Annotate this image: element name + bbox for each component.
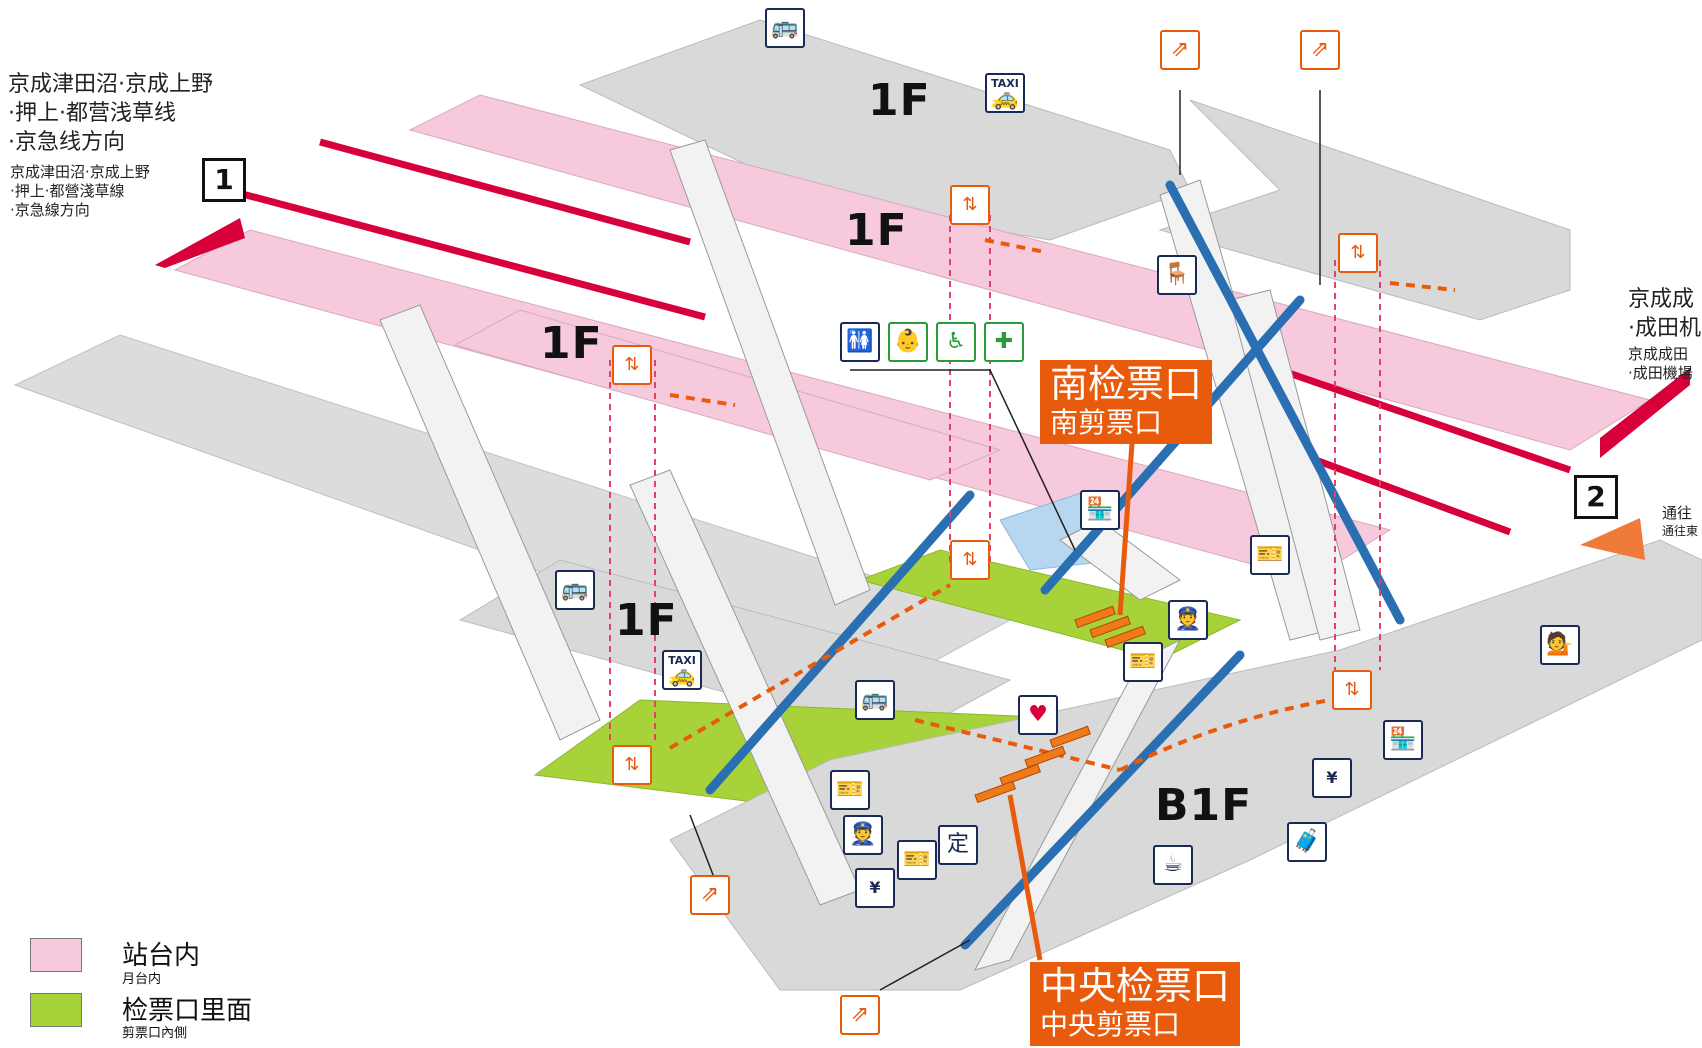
south-gate-sub: 南剪票口 [1050, 406, 1163, 439]
tsuka-main: 通往 [1662, 504, 1693, 522]
bus-icon: 🚌 [855, 680, 895, 720]
fare-adjustment-icon: 🎫 [1250, 535, 1290, 575]
legend-gate-label: 检票口里面 [122, 996, 253, 1026]
atm-icon: ¥ [1312, 758, 1352, 798]
south-gate-label: 南检票口 南剪票口 [1040, 360, 1213, 444]
taxi-icon: TAXI🚕 [985, 73, 1025, 113]
rail-1a [319, 138, 691, 246]
arrow-right [1600, 368, 1690, 458]
legend-platform-label: 站台内 [122, 941, 201, 971]
escalator-icon: ⇗ [690, 875, 730, 915]
arrow-tsuka [1580, 518, 1645, 560]
cafe-icon: ☕ [1153, 845, 1193, 885]
direction-right-main: 京成成 ·成田机 [1628, 287, 1701, 341]
direction-left-main: 京成津田沼·京成上野 ·押上·都营浅草线 ·京急线方向 [8, 72, 213, 155]
elevator-icon: ⇅ [950, 540, 990, 580]
shop-icon: 🏪 [1383, 720, 1423, 760]
ostomate-icon: ✚ [984, 322, 1024, 362]
commuter-pass-label: 定 [946, 832, 969, 857]
direction-left-sub: 京成津田沼·京成上野 ·押上·都營淺草線 ·京急線方向 [10, 163, 150, 219]
central-gate-sub: 中央剪票口 [1040, 1008, 1181, 1041]
floor-label-1f-lower: 1F [615, 595, 678, 646]
escalator-icon: ⇗ [840, 995, 880, 1035]
floor-label-b1f: B1F [1155, 780, 1253, 831]
floor-label-1f-top: 1F [868, 75, 931, 126]
baby-icon: 👶 [888, 322, 928, 362]
stairs [379, 139, 1361, 971]
rail-2a [1278, 366, 1572, 474]
station-staff-icon: 👮 [1168, 600, 1208, 640]
platform-lower [453, 309, 1002, 481]
direction-right-sub: 京成成田 ·成田機場 [1628, 345, 1693, 382]
restroom-icon: 🚻 [840, 322, 880, 362]
bus-icon: 🚌 [555, 570, 595, 610]
tsuka-sub: 通往東 [1662, 524, 1699, 538]
atm-yen-label: ¥ [1326, 768, 1338, 787]
shop-icon: 🏪 [1080, 490, 1120, 530]
wheelchair-icon: ♿ [936, 322, 976, 362]
atm-icon: ¥ [855, 868, 895, 908]
fare-adjustment-icon: 🎫 [897, 840, 937, 880]
locker-icon: 🧳 [1287, 822, 1327, 862]
elevator-icon: ⇅ [950, 185, 990, 225]
station-staff-icon: 👮 [843, 815, 883, 855]
elevator-icon: ⇅ [1332, 670, 1372, 710]
escalator-icon: ⇗ [1160, 30, 1200, 70]
central-gate-label: 中央检票口 中央剪票口 [1030, 962, 1241, 1046]
taxi-label: TAXI [991, 77, 1019, 90]
elevator-icon: ⇅ [612, 345, 652, 385]
south-gate-main: 南检票口 [1050, 362, 1203, 406]
aed-icon: ♥ [1018, 695, 1058, 735]
fare-adjustment-icon: 🎫 [830, 770, 870, 810]
track-1-badge: 1 [202, 158, 246, 202]
escalator-icon: ⇗ [1300, 30, 1340, 70]
escalators [705, 180, 1405, 950]
information-icon: 💁 [1540, 625, 1580, 665]
waiting-room-icon: 🪑 [1157, 255, 1197, 295]
track-2-badge: 2 [1574, 475, 1618, 519]
commuter-pass-icon: 定 [938, 825, 978, 865]
taxi-label: TAXI [668, 654, 696, 667]
floor-label-1f-upper: 1F [845, 205, 908, 256]
legend-platform-sublabel: 月台内 [122, 972, 162, 987]
legend-gate-sublabel: 剪票口內側 [122, 1026, 188, 1041]
legend-gate-swatch [30, 993, 82, 1027]
bus-icon: 🚌 [765, 8, 805, 48]
elevator-icon: ⇅ [1338, 233, 1378, 273]
arrow-left [155, 218, 245, 268]
atm-yen-label: ¥ [869, 878, 881, 897]
central-gate-main: 中央检票口 [1040, 964, 1231, 1008]
legend-platform-swatch [30, 938, 82, 972]
fare-adjustment-icon: 🎫 [1123, 642, 1163, 682]
floor-label-1f-middle: 1F [540, 318, 603, 369]
rail-1b [234, 188, 706, 321]
taxi-icon: TAXI🚕 [662, 650, 702, 690]
elevator-icon: ⇅ [612, 745, 652, 785]
